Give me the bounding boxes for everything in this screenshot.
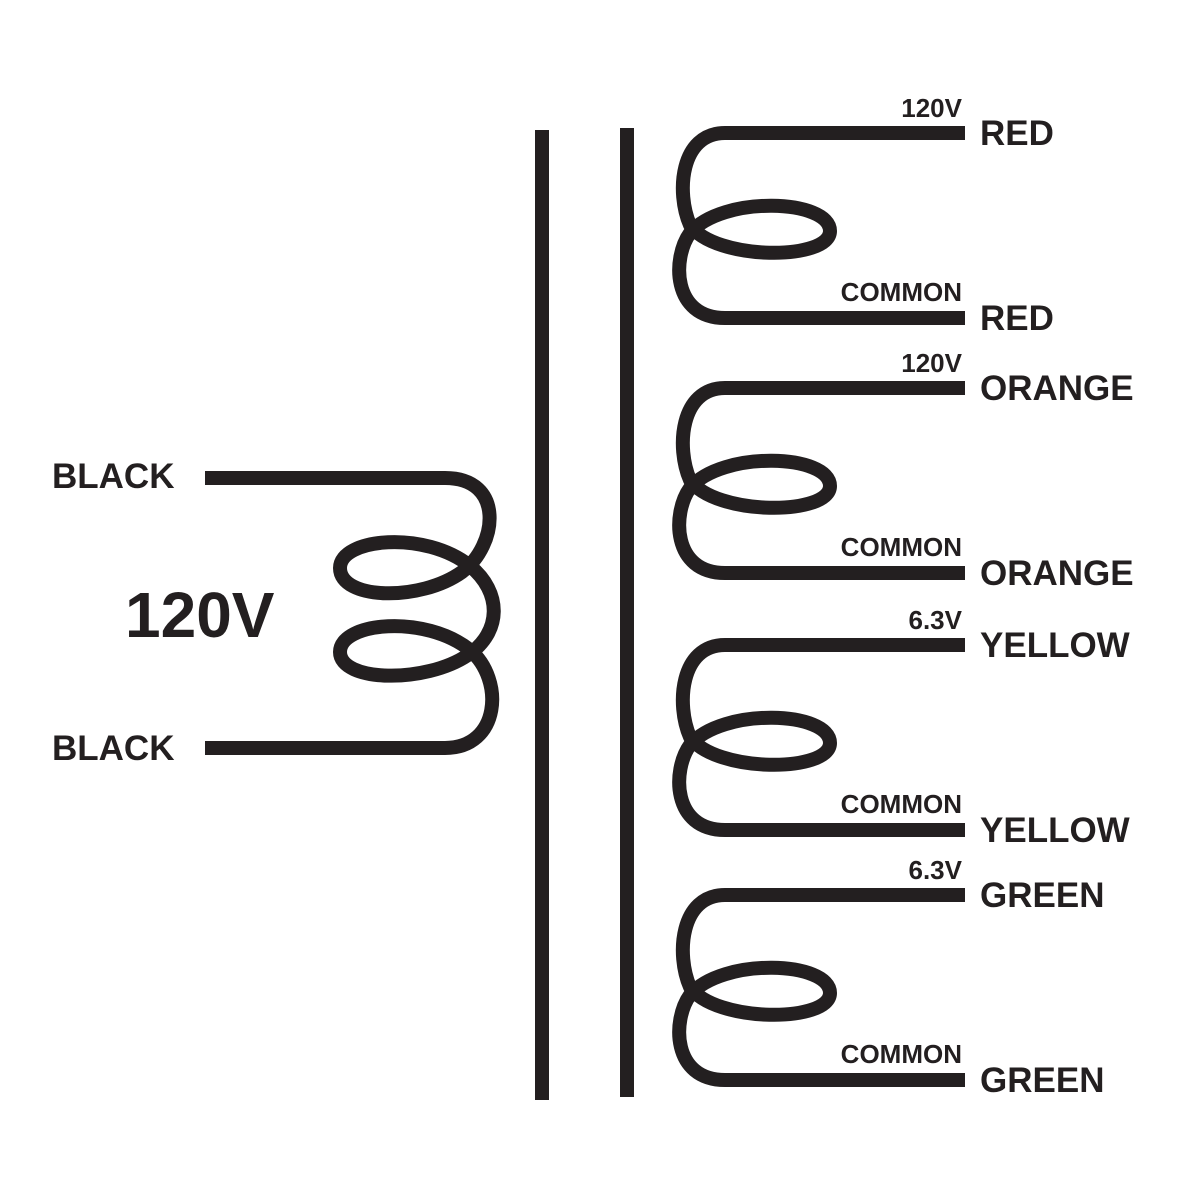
secondary-winding: 6.3V GREEN COMMON GREEN <box>672 855 1104 1100</box>
secondary-coil <box>672 888 965 1087</box>
secondary-voltage-label: 120V <box>901 348 962 378</box>
secondary-coil <box>672 381 965 580</box>
secondary-bottom-lead-label: YELLOW <box>980 811 1130 850</box>
secondary-winding: 6.3V YELLOW COMMON YELLOW <box>672 605 1130 850</box>
secondary-common-label: COMMON <box>841 789 962 819</box>
secondary-top-lead-label: ORANGE <box>980 369 1134 408</box>
secondary-bottom-lead-label: ORANGE <box>980 554 1134 593</box>
secondary-coil <box>672 638 965 837</box>
primary-voltage-label: 120V <box>125 579 275 651</box>
secondary-voltage-label: 6.3V <box>909 605 963 635</box>
secondary-top-lead-label: YELLOW <box>980 626 1130 665</box>
secondary-windings: 120V RED COMMON RED 120V ORANGE COMMON ORANGE 6.… <box>672 93 1134 1100</box>
primary-coil <box>205 471 501 755</box>
secondary-top-lead-label: RED <box>980 114 1054 153</box>
secondary-voltage-label: 6.3V <box>909 855 963 885</box>
primary-winding: BLACK 120V BLACK <box>52 457 501 768</box>
secondary-common-label: COMMON <box>841 532 962 562</box>
primary-top-lead-label: BLACK <box>52 457 174 496</box>
secondary-winding: 120V RED COMMON RED <box>672 93 1054 338</box>
secondary-bottom-lead-label: RED <box>980 299 1054 338</box>
secondary-winding: 120V ORANGE COMMON ORANGE <box>672 348 1134 593</box>
secondary-common-label: COMMON <box>841 277 962 307</box>
secondary-common-label: COMMON <box>841 1039 962 1069</box>
primary-bottom-lead-label: BLACK <box>52 729 174 768</box>
secondary-voltage-label: 120V <box>901 93 962 123</box>
secondary-coil <box>672 126 965 325</box>
secondary-top-lead-label: GREEN <box>980 876 1104 915</box>
secondary-bottom-lead-label: GREEN <box>980 1061 1104 1100</box>
